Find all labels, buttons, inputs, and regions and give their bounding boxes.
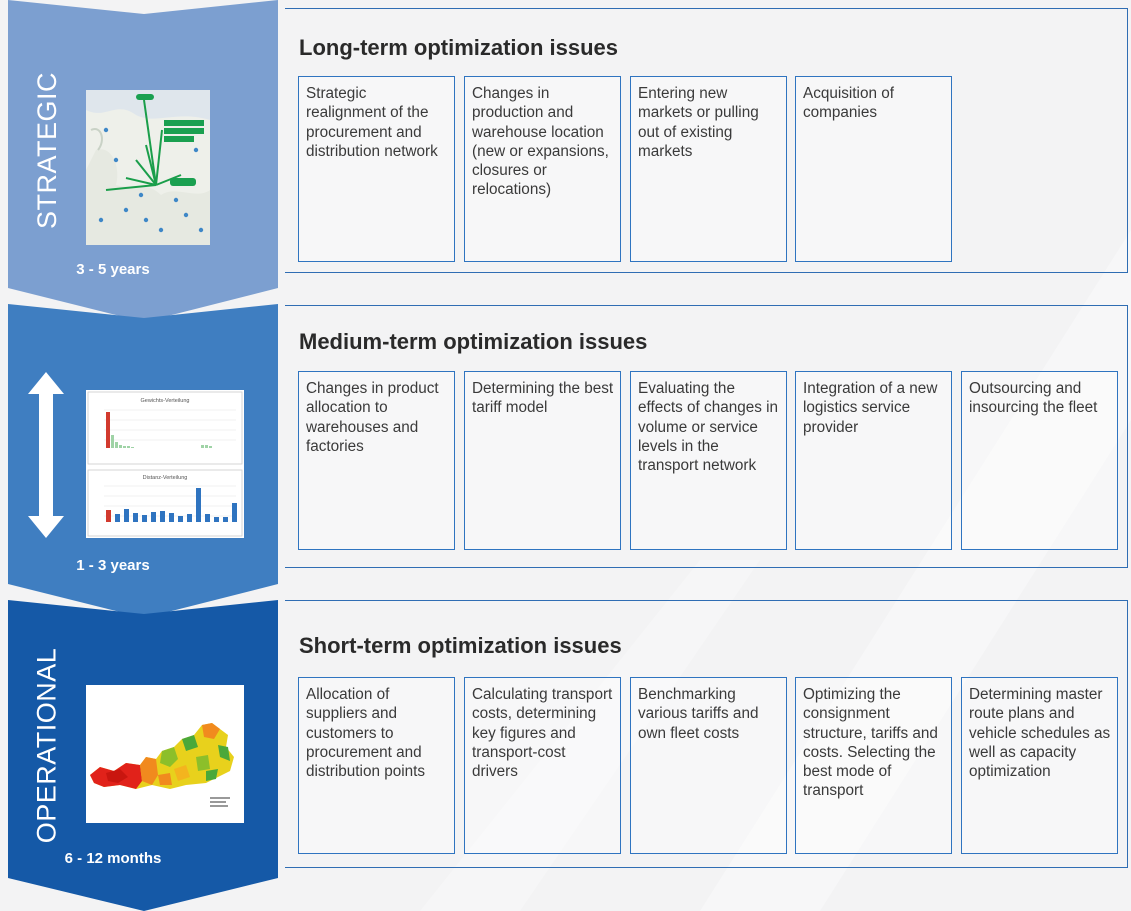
distribution-charts-thumbnail: Gewichts-Verteilung Distanz-Verteilung	[86, 390, 244, 538]
issue-box: Changes in product allocation to warehou…	[298, 371, 455, 550]
strategic-section: Long-term optimization issues Strategic …	[285, 8, 1128, 273]
issue-box: Outsourcing and insourcing the fleet	[961, 371, 1118, 550]
issue-box: Evaluating the effects of changes in vol…	[630, 371, 787, 550]
regional-map-icon	[90, 723, 234, 807]
issue-box: Calculating transport costs, determining…	[464, 677, 621, 854]
section-title-short-term: Short-term optimization issues	[299, 633, 622, 658]
double-arrow-icon	[28, 372, 64, 538]
europe-network-map-thumbnail	[86, 90, 210, 245]
chart-title-weight: Gewichts-Verteilung	[141, 398, 190, 404]
issue-box: Allocation of suppliers and customers to…	[298, 677, 455, 854]
strategic-label: STRATEGIC	[31, 71, 62, 229]
operational-label: OPERATIONAL	[31, 647, 62, 843]
tactical-section: Medium-term optimization issues Changes …	[285, 305, 1128, 568]
issue-box: Integration of a new logistics service p…	[795, 371, 952, 550]
issue-box: Benchmarking various tariffs and own fle…	[630, 677, 787, 854]
operational-section: Short-term optimization issues Allocatio…	[285, 600, 1128, 868]
issue-box: Strategic realignment of the procurement…	[298, 76, 455, 262]
issue-box: Determining master route plans and vehic…	[961, 677, 1118, 854]
operational-period: 6 - 12 months	[64, 850, 162, 867]
tactical-period: 1 - 3 years	[76, 557, 150, 574]
issue-box: Changes in production and warehouse loca…	[464, 76, 621, 262]
strategic-period: 3 - 5 years	[76, 261, 150, 278]
section-title-long-term: Long-term optimization issues	[299, 35, 619, 60]
issue-box: Acquisition of companies	[795, 76, 952, 262]
austria-heatmap-thumbnail	[86, 685, 244, 823]
issue-box: Entering new markets or pulling out of e…	[630, 76, 787, 262]
bar-chart-icon: Gewichts-Verteilung Distanz-Verteilung	[87, 391, 243, 537]
issue-box: Optimizing the consignment structure, ta…	[795, 677, 952, 854]
network-map-icon	[86, 94, 210, 245]
issue-box: Determining the best tariff model	[464, 371, 621, 550]
chart-title-distance: Distanz-Verteilung	[143, 475, 188, 481]
section-title-medium-term: Medium-term optimization issues	[299, 329, 648, 354]
